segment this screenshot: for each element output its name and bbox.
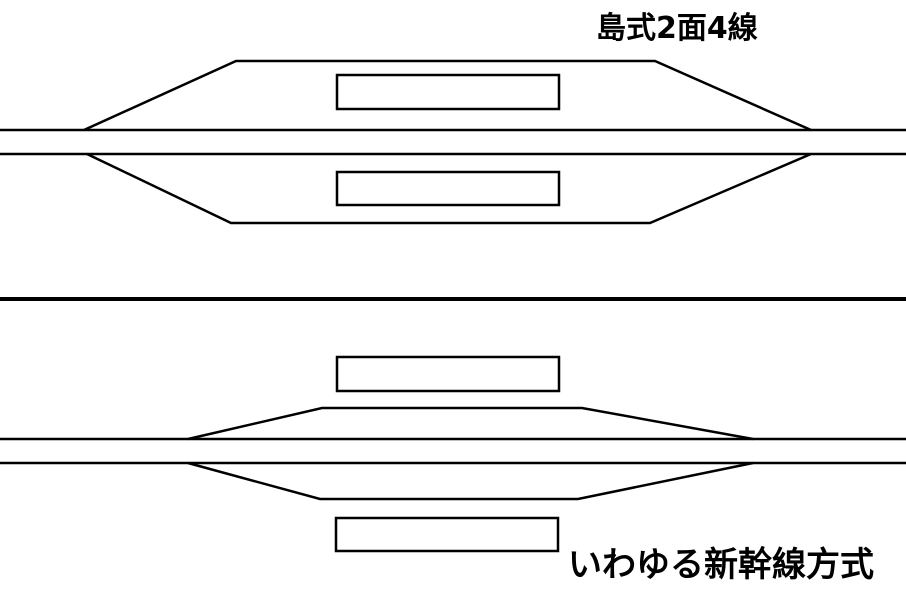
lower-platform-structure	[335, 170, 561, 207]
bottom-diagram-label: いわゆる新幹線方式	[568, 545, 874, 585]
lower-side-platform-and-siding	[187, 461, 754, 501]
lower-island-platform-and-siding	[86, 152, 812, 225]
top-diagram-label: 島式2面4線	[596, 11, 758, 46]
upper-side-platform-and-siding	[187, 406, 754, 441]
lower-platform-structure	[334, 516, 560, 553]
upper-island-platform-and-siding	[83, 59, 812, 132]
upper-platform-structure	[335, 73, 561, 111]
shinkansen-style-diagram	[0, 355, 906, 553]
upper-platform-structure	[335, 355, 561, 393]
island-2-platform-4-track-diagram	[0, 59, 906, 225]
